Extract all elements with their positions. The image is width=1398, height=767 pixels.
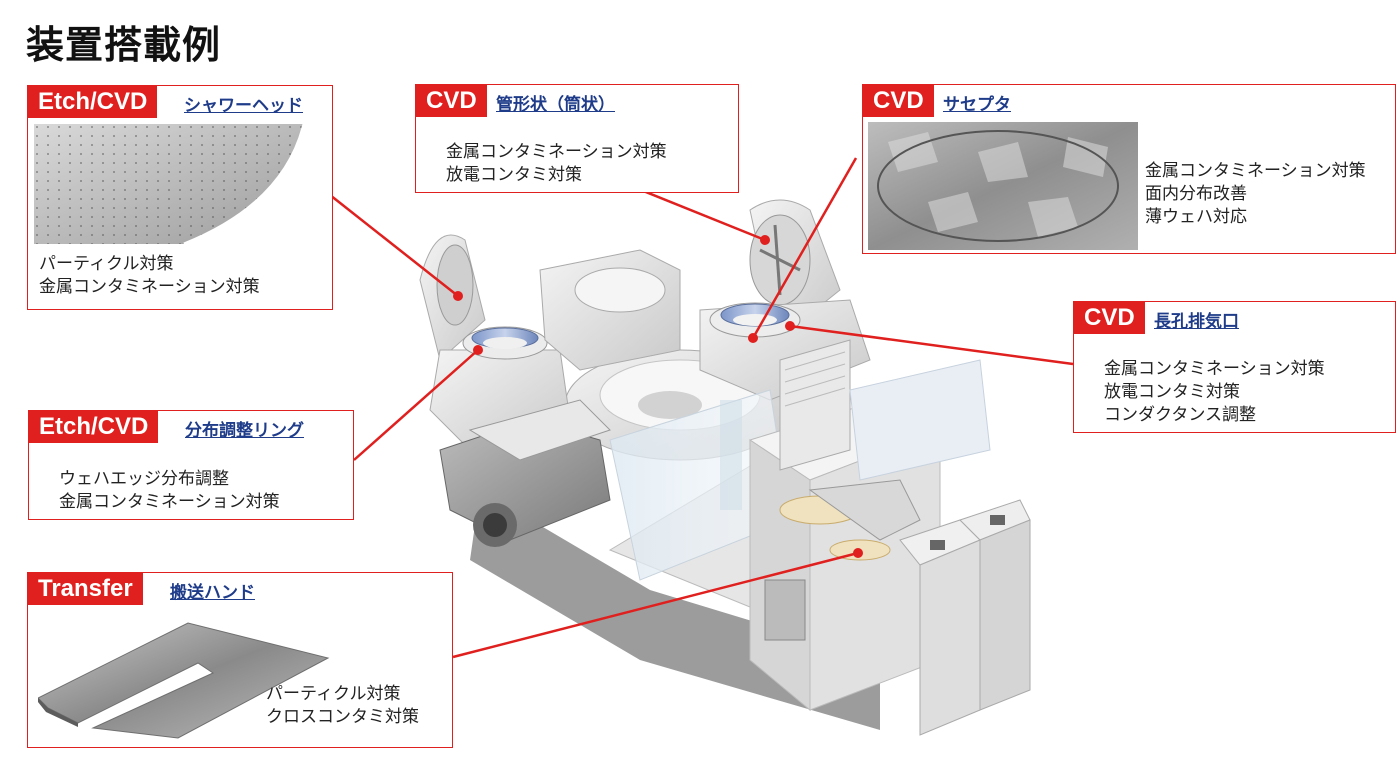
callout-exhaust: CVD 長孔排気口 金属コンタミネーション対策 放電コンタミ対策 コンダクタンス… [1073, 301, 1396, 433]
feature-item: 薄ウェハ対応 [1145, 207, 1247, 227]
callout-link[interactable]: 分布調整リング [185, 421, 304, 441]
feature-item: 放電コンタミ対策 [446, 165, 582, 185]
callout-susceptor: CVD サセプタ 金属コンタミネーション対策 面内分布改善 薄ウェハ対応 [862, 84, 1396, 254]
equipment-illustration [419, 199, 1031, 736]
callout-tag: Transfer [28, 573, 143, 605]
feature-item: パーティクル対策 [39, 254, 174, 274]
susceptor-photo [868, 122, 1138, 250]
callout-ring: Etch/CVD 分布調整リング ウェハエッジ分布調整 金属コンタミネーション対… [28, 410, 354, 520]
feature-item: 金属コンタミネーション対策 [39, 277, 260, 297]
callout-tag: Etch/CVD [29, 411, 159, 443]
callout-hand: Transfer 搬送ハンド パーティクル対策 クロスコンタミ対策 [27, 572, 453, 748]
callout-showerhead: Etch/CVD シャワーヘッド パーティクル対策 金属コンタミネーション対策 [27, 85, 333, 310]
callout-tag: CVD [416, 85, 487, 117]
feature-item: 金属コンタミネーション対策 [1104, 359, 1325, 379]
callout-link[interactable]: シャワーヘッド [184, 96, 303, 116]
callout-tube: CVD 管形状（筒状） 金属コンタミネーション対策 放電コンタミ対策 [415, 84, 739, 193]
feature-item: 面内分布改善 [1145, 184, 1247, 204]
callout-link[interactable]: 管形状（筒状） [496, 95, 615, 115]
callout-tag: Etch/CVD [28, 86, 158, 118]
callout-link[interactable]: 搬送ハンド [170, 583, 255, 603]
feature-item: 金属コンタミネーション対策 [1145, 161, 1366, 181]
transfer-hand-photo [38, 622, 330, 739]
feature-item: パーティクル対策 [266, 684, 401, 704]
page-title: 装置搭載例 [26, 23, 222, 67]
feature-item: 放電コンタミ対策 [1104, 382, 1240, 402]
callout-tag: CVD [1074, 302, 1145, 334]
feature-item: ウェハエッジ分布調整 [59, 469, 229, 489]
feature-item: 金属コンタミネーション対策 [59, 492, 280, 512]
showerhead-photo [34, 124, 306, 244]
feature-item: 金属コンタミネーション対策 [446, 142, 667, 162]
callout-link[interactable]: サセプタ [943, 95, 1011, 115]
callout-link[interactable]: 長孔排気口 [1154, 312, 1239, 332]
feature-item: コンダクタンス調整 [1104, 405, 1256, 425]
callout-tag: CVD [863, 85, 934, 117]
feature-item: クロスコンタミ対策 [266, 707, 419, 727]
